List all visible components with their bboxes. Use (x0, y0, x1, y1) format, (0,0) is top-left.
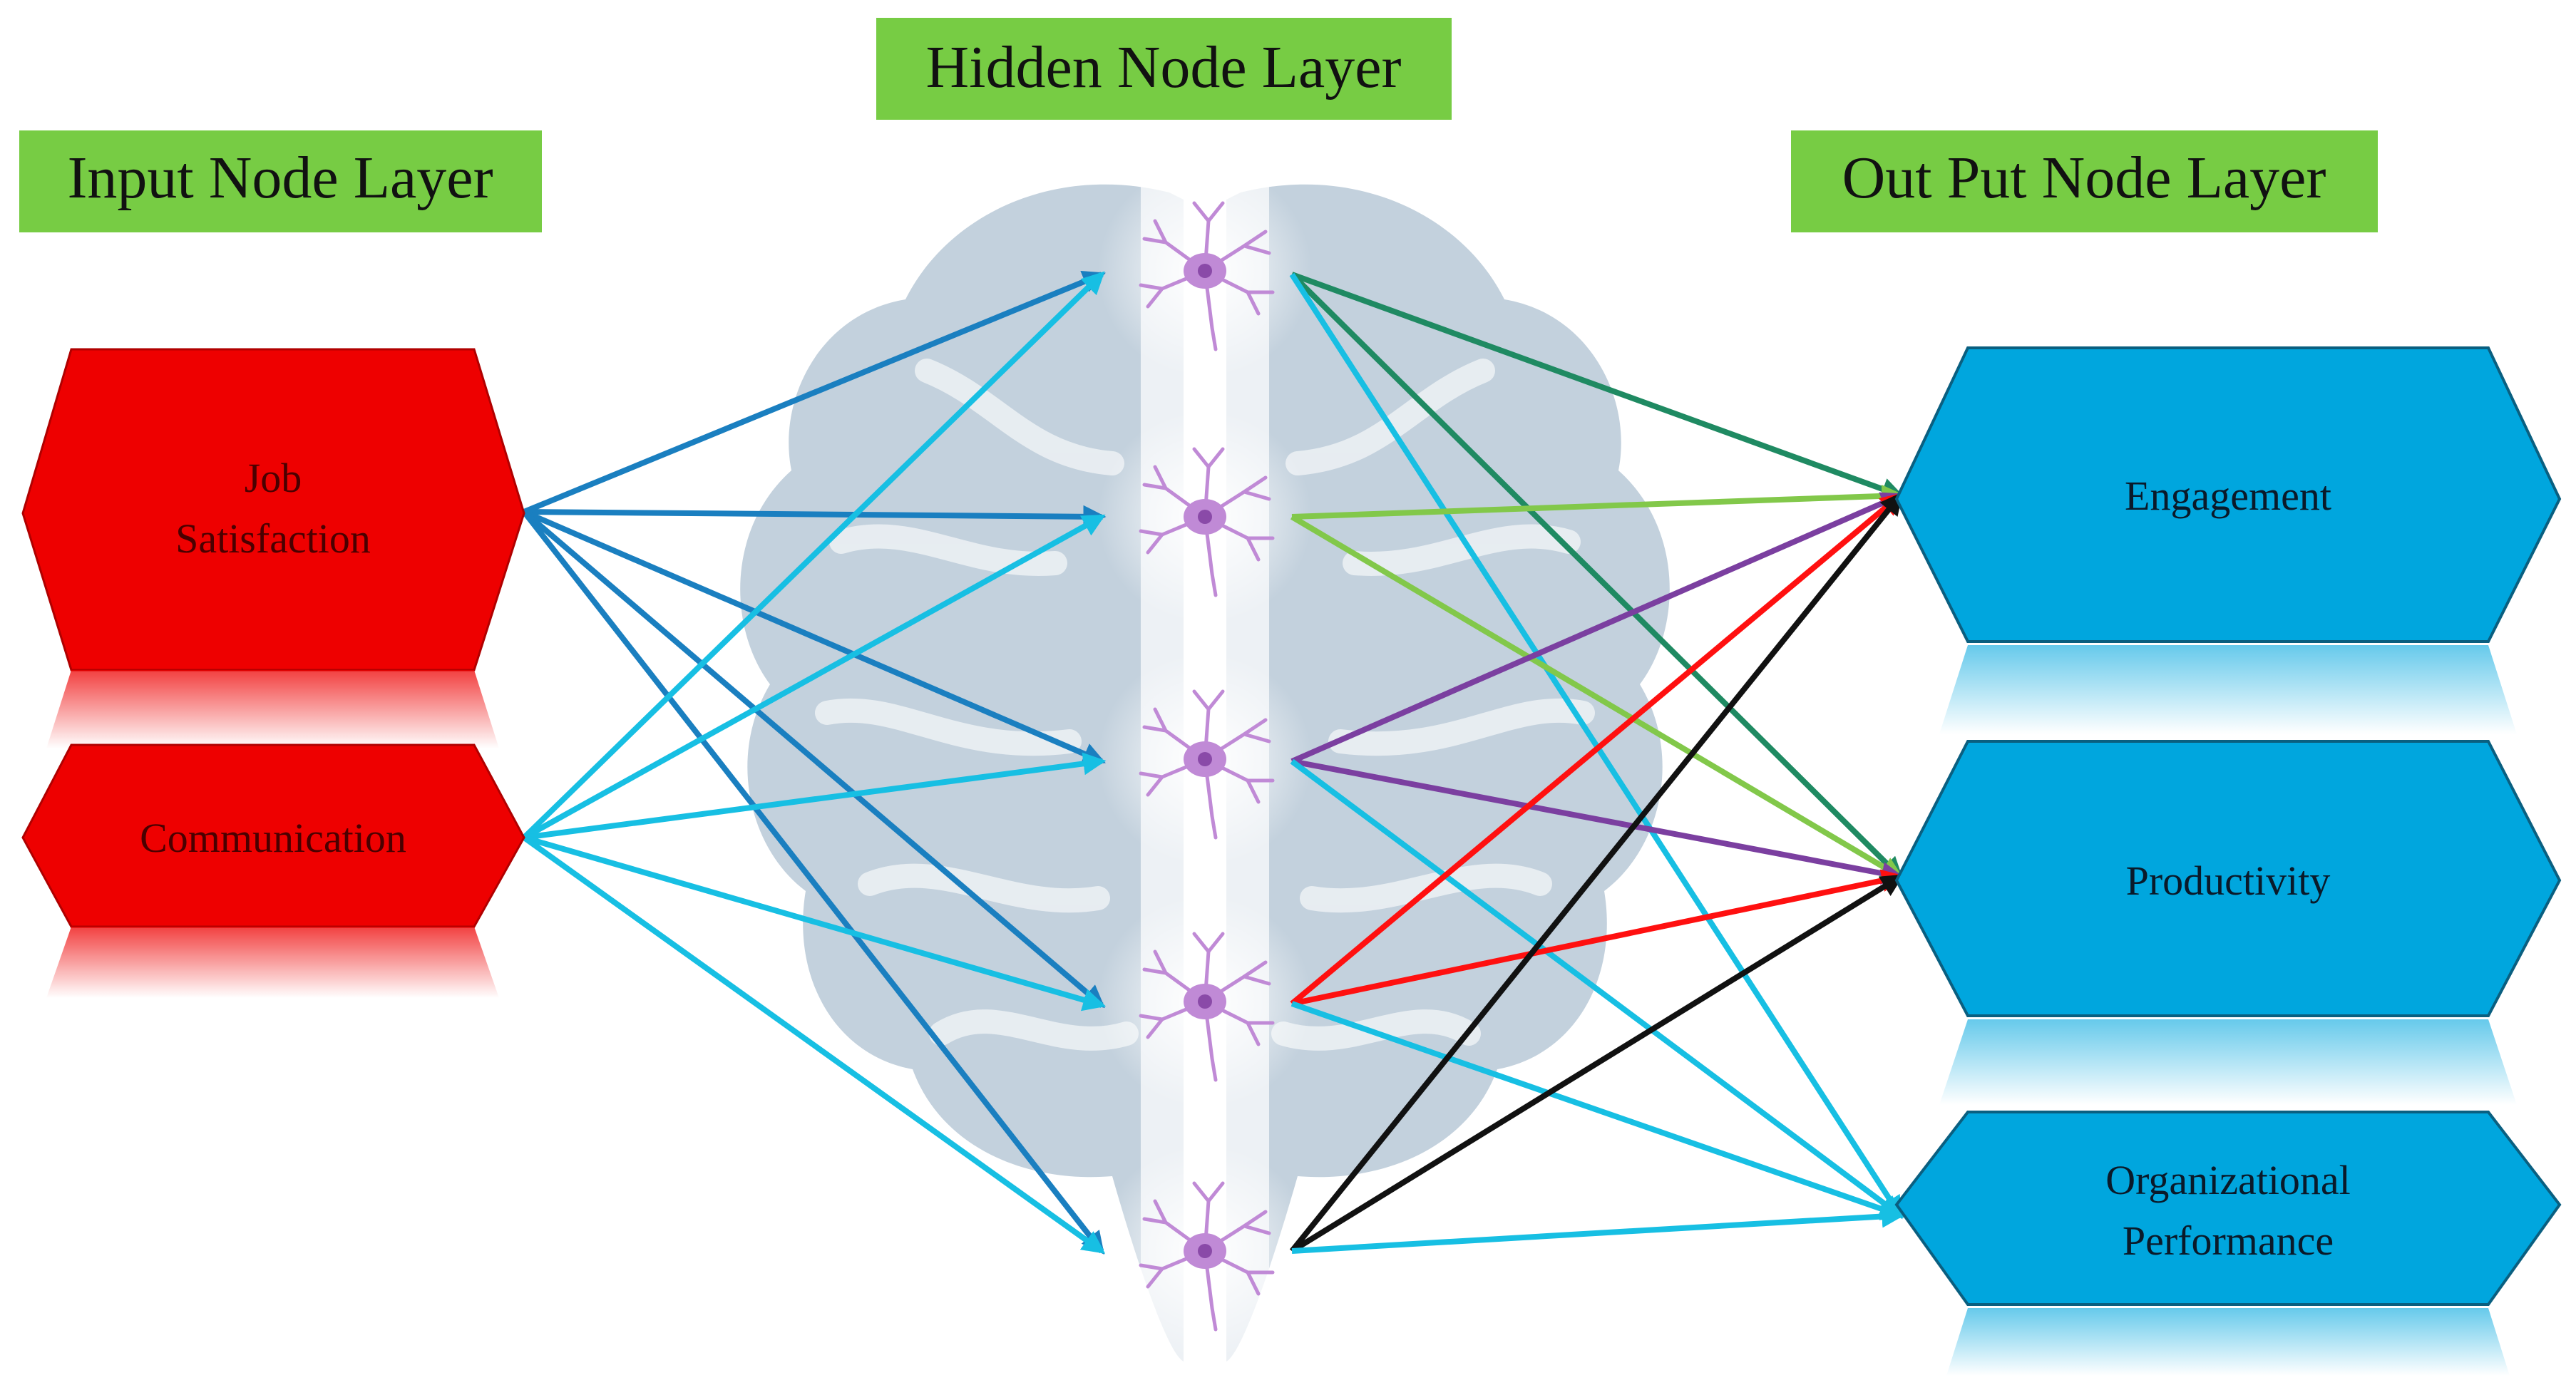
arrow-communication-to-hidden-1 (522, 271, 1105, 840)
input-job-line1: Job (245, 455, 302, 501)
header-input-text: Input Node Layer (67, 145, 493, 211)
arrow-hidden-1-to-org (1289, 272, 1903, 1220)
arrow-job-to-hidden-1 (523, 270, 1106, 515)
arrow-hidden-3-to-engagement (1290, 492, 1904, 764)
output-node-organizational-performance: Organizational Performance (1894, 1111, 2562, 1376)
arrow-hidden-5-to-engagement (1289, 492, 1904, 1253)
arrow-communication-to-hidden-4 (523, 835, 1107, 1012)
connection-arrows (521, 270, 1905, 1255)
header-hidden-text: Hidden Node Layer (925, 34, 1401, 101)
arrow-hidden-5-to-productivity (1290, 874, 1904, 1254)
output-productivity-text: Productivity (2126, 858, 2331, 904)
arrow-communication-to-hidden-3 (523, 752, 1107, 840)
header-output-text: Out Put Node Layer (1842, 145, 2326, 211)
arrow-hidden-4-to-engagement (1290, 492, 1904, 1007)
arrow-hidden-2-to-engagement (1291, 484, 1905, 520)
arrow-hidden-4-to-productivity (1291, 869, 1905, 1007)
arrow-job-to-hidden-5 (521, 510, 1104, 1255)
output-engagement-text: Engagement (2125, 473, 2331, 519)
input-job-line2: Satisfaction (175, 515, 371, 562)
arrow-hidden-4-to-org (1290, 1001, 1905, 1220)
arrow-job-to-hidden-4 (522, 509, 1105, 1009)
output-org-line1: Organizational (2105, 1157, 2351, 1203)
arrow-job-to-hidden-3 (523, 509, 1106, 765)
arrow-communication-to-hidden-5 (522, 835, 1106, 1254)
output-org-line2: Performance (2123, 1218, 2334, 1264)
input-node-job-satisfaction: Job Satisfaction (21, 348, 525, 748)
arrow-job-to-hidden-2 (523, 505, 1107, 528)
header-input: Input Node Layer (19, 130, 542, 232)
arrow-hidden-1-to-productivity (1290, 272, 1904, 880)
arrow-hidden-3-to-productivity (1291, 758, 1905, 885)
output-node-productivity: Productivity (1894, 740, 2562, 1105)
arrow-hidden-2-to-productivity (1290, 514, 1904, 880)
output-node-engagement: Engagement (1894, 346, 2562, 734)
arrow-hidden-1-to-engagement (1290, 272, 1905, 500)
arrow-communication-to-hidden-2 (523, 514, 1106, 840)
input-node-communication: Communication (21, 743, 525, 998)
arrow-hidden-5-to-org (1291, 1205, 1905, 1254)
header-output: Out Put Node Layer (1791, 130, 2378, 232)
input-communication-text: Communication (140, 815, 406, 861)
arrow-hidden-3-to-org (1290, 758, 1904, 1218)
header-hidden: Hidden Node Layer (876, 18, 1452, 120)
